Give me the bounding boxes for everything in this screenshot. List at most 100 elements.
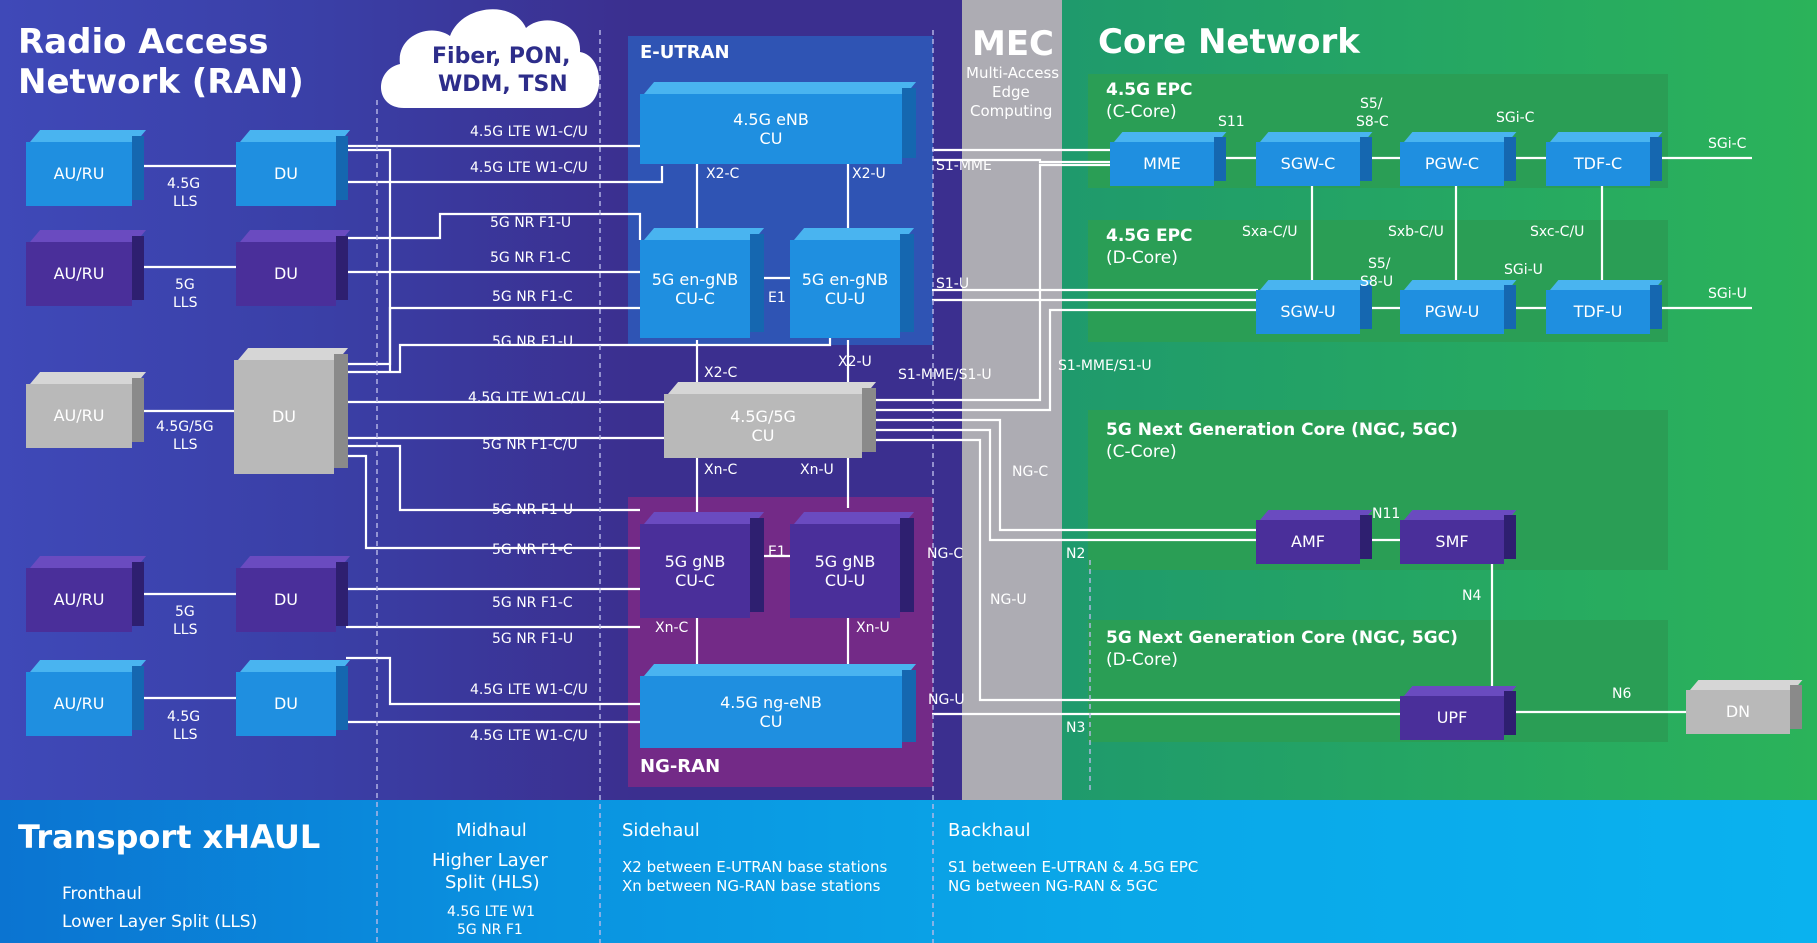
hls-line2: Split (HLS): [445, 872, 540, 893]
x2u-top-label: X2-U: [852, 166, 886, 182]
midhaul-title: Midhaul: [456, 820, 527, 841]
mec-subtitle-2: Edge: [992, 83, 1030, 101]
backhaul-s1: S1 between E-UTRAN & 4.5G EPC: [948, 858, 1199, 876]
lls-label-5b: LLS: [173, 727, 198, 743]
en-gnb-cu-c: 5G en-gNB CU-C: [640, 228, 765, 338]
lls-label-5a: 4.5G: [167, 709, 201, 725]
ran-title-line1: Radio Access: [18, 22, 269, 62]
midhaul-label-10: 5G NR F1-C: [492, 542, 573, 558]
lls-label-1b: LLS: [173, 194, 198, 210]
sgw-u-label: SGW-U: [1280, 302, 1336, 322]
sgi-c-label-2: SGi-C: [1708, 136, 1747, 152]
smf-label: SMF: [1435, 532, 1469, 552]
pgw-u-label: PGW-U: [1424, 302, 1480, 322]
du-5: DU: [236, 660, 351, 736]
s1-mme-label: S1-MME: [936, 158, 992, 174]
au-ru-1: AU/RU: [26, 130, 147, 206]
sidehaul-x2: X2 between E-UTRAN base stations: [622, 858, 888, 876]
s5-s8-u-label-1: S5/: [1368, 256, 1391, 272]
upf-node: UPF: [1400, 686, 1517, 740]
e1-bot-label: E1: [768, 544, 786, 560]
au-ru-4-label: AU/RU: [53, 590, 105, 610]
fronthaul-label: Fronthaul: [62, 884, 142, 904]
x2u-mid-label: X2-U: [838, 354, 872, 370]
ngc-d-label-1: 5G Next Generation Core (NGC, 5GC): [1106, 628, 1458, 648]
sidehaul-xn: Xn between NG-RAN base stations: [622, 877, 881, 895]
du-1: DU: [236, 130, 351, 206]
lls-label-4a: 5G: [175, 604, 195, 620]
epc-d-label-2: (D-Core): [1106, 248, 1178, 268]
s1-mme-s1-u-label-a: S1-MME/S1-U: [898, 367, 992, 383]
sgi-u-label-1: SGi-U: [1504, 262, 1543, 278]
gnb-cu-u-label-2: CU-U: [824, 571, 866, 590]
sxa-c-u-label: Sxa-C/U: [1242, 224, 1298, 240]
dn-label: DN: [1725, 702, 1751, 722]
core-network-title: Core Network: [1098, 22, 1360, 62]
s11-label: S11: [1218, 114, 1245, 130]
lls-label-2b: LLS: [173, 295, 198, 311]
smf-node: SMF: [1400, 510, 1517, 564]
gnb-cu-c: 5G gNB CU-C: [640, 512, 765, 618]
ng-c-label-a: NG-C: [1012, 464, 1049, 480]
au-ru-1-label: AU/RU: [53, 164, 105, 184]
du-2-label: DU: [273, 264, 299, 284]
du-2: DU: [236, 230, 351, 306]
midhaul-label-7: 4.5G LTE W1-C/U: [468, 390, 586, 406]
n2-label: N2: [1066, 546, 1086, 562]
n11-label: N11: [1372, 506, 1401, 522]
sgw-u-node: SGW-U: [1256, 280, 1373, 334]
midhaul-label-5: 5G NR F1-C: [492, 289, 573, 305]
du-4: DU: [236, 556, 351, 632]
ngc-c-label-2: (C-Core): [1106, 442, 1177, 462]
xnc-bot-label: Xn-C: [655, 620, 689, 636]
hls-line1: Higher Layer: [432, 850, 548, 871]
au-ru-2-label: AU/RU: [53, 264, 105, 284]
ngc-d-label-2: (D-Core): [1106, 650, 1178, 670]
amf-node: AMF: [1256, 510, 1373, 564]
epc-d-label-1: 4.5G EPC: [1106, 226, 1193, 246]
pgw-u-node: PGW-U: [1400, 280, 1517, 334]
x2c-mid-label: X2-C: [704, 365, 738, 381]
en-gnb-cu-c-label-1: 5G en-gNB: [651, 269, 739, 289]
xnu-bot-label: Xn-U: [856, 620, 890, 636]
sxc-c-u-label: Sxc-C/U: [1530, 224, 1585, 240]
au-ru-3: AU/RU: [26, 372, 147, 448]
backhaul-title: Backhaul: [948, 820, 1031, 841]
lls-description: Lower Layer Split (LLS): [62, 912, 258, 932]
mec-subtitle-1: Multi-Access: [966, 64, 1060, 82]
ngran-label: NG-RAN: [640, 756, 721, 777]
s1-u-label: S1-U: [936, 276, 970, 292]
lls-label-1a: 4.5G: [167, 176, 201, 192]
au-ru-2: AU/RU: [26, 230, 147, 306]
backhaul-ng: NG between NG-RAN & 5GC: [948, 877, 1158, 895]
en-gnb-cu-c-label-2: CU-C: [675, 289, 715, 308]
sgi-u-label-2: SGi-U: [1708, 286, 1747, 302]
ng-u-label-b: NG-U: [928, 692, 965, 708]
midhaul-label-11: 5G NR F1-C: [492, 595, 573, 611]
gnb-cu-u-label-1: 5G gNB: [814, 551, 876, 571]
upf-label: UPF: [1436, 708, 1468, 728]
enb-cu: 4.5G eNB CU: [640, 82, 917, 164]
s5-s8-c-label-2: S8-C: [1356, 114, 1389, 130]
mec-subtitle-3: Computing: [970, 102, 1053, 120]
n6-label: N6: [1612, 686, 1632, 702]
xnu-mid-label: Xn-U: [800, 462, 834, 478]
du-3: DU: [234, 348, 349, 474]
lls-label-3b: LLS: [173, 437, 198, 453]
ng-enb-cu-label-2: CU: [759, 712, 783, 731]
pgw-c-node: PGW-C: [1400, 132, 1517, 186]
midhaul-label-9: 5G NR F1-U: [492, 502, 574, 518]
ran-title-line2: Network (RAN): [18, 62, 304, 102]
ng-enb-cu: 4.5G ng-eNB CU: [640, 664, 917, 748]
sgw-c-label: SGW-C: [1280, 154, 1336, 174]
s5-s8-c-label-1: S5/: [1360, 96, 1383, 112]
cloud-shape: [380, 9, 600, 109]
du-4-label: DU: [273, 590, 299, 610]
tdf-c-node: TDF-C: [1546, 132, 1663, 186]
e1-top-label: E1: [768, 290, 786, 306]
lls-label-4b: LLS: [173, 622, 198, 638]
tdf-c-label: TDF-C: [1573, 154, 1623, 174]
tdf-u-node: TDF-U: [1546, 280, 1663, 334]
